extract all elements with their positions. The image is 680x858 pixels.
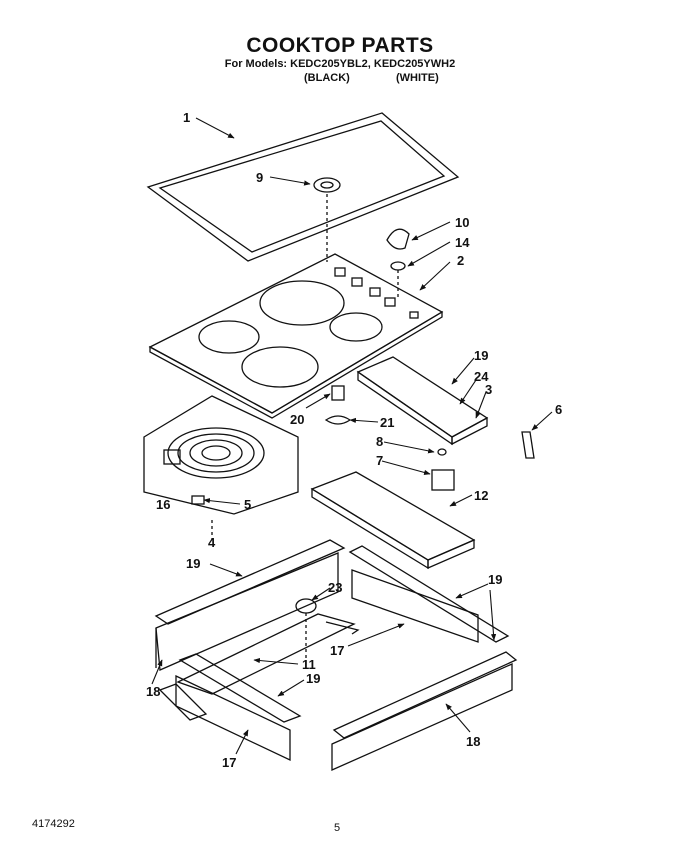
callout-3: 3 bbox=[485, 382, 492, 397]
callout-8: 8 bbox=[376, 434, 383, 449]
right-side-rail bbox=[348, 545, 510, 643]
callout-18-right: 18 bbox=[466, 734, 480, 749]
callout-18-left: 18 bbox=[146, 684, 160, 699]
callout-24: 24 bbox=[474, 369, 489, 384]
left-side-rail bbox=[154, 539, 346, 671]
callout-20: 20 bbox=[290, 412, 304, 427]
callout-19-front: 19 bbox=[306, 671, 320, 686]
glass-cooktop bbox=[148, 253, 444, 419]
callout-14: 14 bbox=[455, 235, 470, 250]
callout-9: 9 bbox=[256, 170, 263, 185]
wire-connector bbox=[521, 431, 535, 459]
surface-element-inset bbox=[143, 395, 299, 540]
document-number: 4174292 bbox=[32, 818, 75, 830]
page-title: COOKTOP PARTS bbox=[246, 34, 434, 57]
callout-7: 7 bbox=[376, 453, 383, 468]
callout-21: 21 bbox=[380, 415, 394, 430]
control-bracket bbox=[356, 356, 489, 446]
element-box bbox=[310, 471, 476, 570]
callout-19-right: 19 bbox=[488, 572, 502, 587]
grommet bbox=[295, 598, 317, 660]
control-knob bbox=[386, 228, 410, 300]
models-line: For Models: KEDC205YBL2, KEDC205YWH2 bbox=[224, 58, 456, 70]
callout-1: 1 bbox=[183, 110, 190, 125]
callout-23: 23 bbox=[328, 580, 342, 595]
callout-10: 10 bbox=[455, 215, 469, 230]
callout-11: 11 bbox=[302, 657, 316, 672]
callout-12: 12 bbox=[474, 488, 488, 503]
callout-4: 4 bbox=[208, 535, 216, 550]
callout-16: 16 bbox=[156, 497, 170, 512]
back-rail bbox=[331, 651, 518, 772]
bottom-pan bbox=[176, 613, 360, 695]
center-cap bbox=[313, 177, 341, 262]
trim-frame bbox=[146, 112, 460, 262]
callout-19-left: 19 bbox=[186, 556, 200, 571]
callout-19-top: 19 bbox=[474, 348, 488, 363]
small-brackets bbox=[324, 385, 352, 425]
color-white-label: (WHITE) bbox=[396, 72, 439, 84]
callout-17-mid: 17 bbox=[330, 643, 344, 658]
color-black-label: (BLACK) bbox=[304, 72, 350, 84]
infinite-switch bbox=[431, 448, 455, 491]
page-number: 5 bbox=[334, 822, 341, 834]
callout-17-bottom: 17 bbox=[222, 755, 236, 770]
callout-6: 6 bbox=[555, 402, 562, 417]
callout-2: 2 bbox=[457, 253, 464, 268]
callout-5: 5 bbox=[244, 497, 251, 512]
front-rail bbox=[158, 653, 302, 762]
